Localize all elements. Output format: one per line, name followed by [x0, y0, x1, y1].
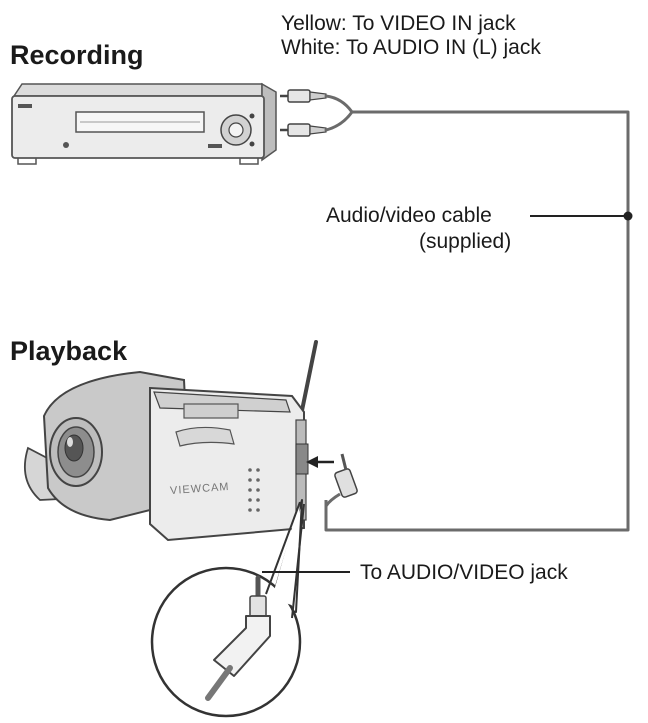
yellow-plug-label: Yellow: To VIDEO IN jack: [281, 12, 516, 35]
camcorder-illustration: [24, 340, 318, 542]
av-cable: [324, 94, 630, 532]
playback-heading: Playback: [10, 336, 128, 366]
cable-supplied-label: (supplied): [419, 230, 512, 253]
cable-label: Audio/video cable: [326, 204, 492, 227]
vcr-illustration: [11, 82, 277, 165]
rca-plugs: [280, 89, 327, 137]
jack-arrow: [306, 456, 334, 468]
white-plug-label: White: To AUDIO IN (L) jack: [281, 36, 541, 59]
mini-plug: [324, 453, 358, 516]
recording-heading: Recording: [10, 40, 144, 70]
jack-label: To AUDIO/VIDEO jack: [360, 561, 568, 584]
jack-detail-callout: [150, 499, 305, 718]
